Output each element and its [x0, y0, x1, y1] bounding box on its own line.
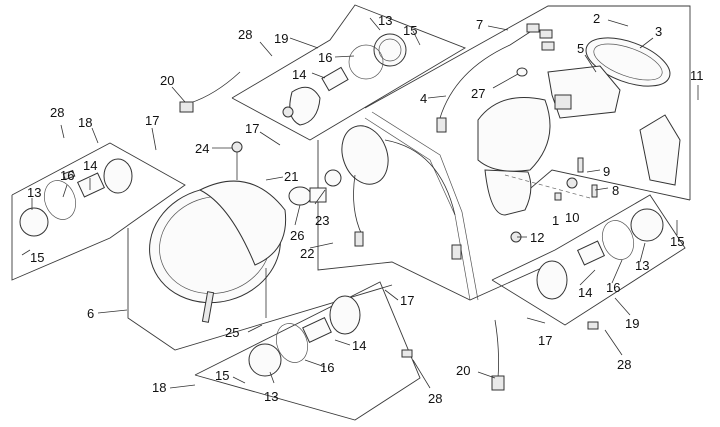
callout-1: 1: [552, 213, 559, 228]
callout-15: 15: [403, 23, 417, 38]
callout-19: 19: [625, 316, 639, 331]
bolt-9: [577, 157, 584, 173]
wiring-harness: [439, 31, 531, 119]
bolt-8: [591, 184, 598, 198]
callout-14: 14: [292, 67, 306, 82]
callout-16: 16: [320, 360, 334, 375]
callout-13: 13: [27, 185, 41, 200]
frame-wiring-22: [317, 140, 556, 301]
callout-17: 17: [145, 113, 159, 128]
callout-16: 16: [606, 280, 620, 295]
turn-lens-bottom: [248, 343, 282, 377]
callout-19: 19: [274, 31, 288, 46]
turn-lens-left: [19, 207, 49, 237]
callout-28: 28: [617, 357, 631, 372]
bulb-28: [62, 169, 76, 181]
callout-26: 26: [290, 228, 304, 243]
connector: [526, 23, 540, 33]
callout-17: 17: [245, 121, 259, 136]
washer-10: [566, 177, 578, 189]
callout-4: 4: [420, 91, 427, 106]
turn-housing-top: [289, 86, 321, 126]
leader-lines: [21, 17, 699, 389]
callout-15: 15: [670, 234, 684, 249]
callout-13: 13: [264, 389, 278, 404]
frame-headlamp-6: [127, 228, 393, 351]
connector-20: [491, 375, 505, 391]
license-bracket: [639, 114, 681, 186]
turn-lens-right: [630, 208, 664, 242]
callout-10: 10: [565, 210, 579, 225]
connector: [541, 41, 555, 51]
callout-28: 28: [50, 105, 64, 120]
callout-13: 13: [378, 13, 392, 28]
group-frames: [11, 4, 691, 421]
headlamp-shell: [198, 180, 287, 266]
rear-fender: [477, 97, 551, 172]
turn-reflector: [76, 172, 106, 198]
callout-21: 21: [284, 169, 298, 184]
callout-13: 13: [635, 258, 649, 273]
callout-23: 23: [315, 213, 329, 228]
frame-turn-right-19: [491, 194, 686, 326]
grommet-24: [231, 141, 243, 153]
frame-top-turn-signal: [231, 4, 467, 141]
callout-17: 17: [538, 333, 552, 348]
bulb-27: [516, 67, 528, 77]
callout-8: 8: [612, 183, 619, 198]
callout-27: 27: [471, 86, 485, 101]
callout-16: 16: [318, 50, 332, 65]
callout-14: 14: [578, 285, 592, 300]
callout-24: 24: [195, 141, 209, 156]
rear-fender-lower: [484, 169, 532, 216]
callout-2: 2: [593, 11, 600, 26]
callout-28: 28: [238, 27, 252, 42]
bulb-socket: [554, 94, 572, 110]
connector: [539, 29, 553, 39]
wiring-cup-22: [341, 125, 389, 185]
frame-turn-bottom-18: [194, 281, 421, 421]
callout-9: 9: [603, 164, 610, 179]
nut-1: [554, 192, 562, 201]
callout-7: 7: [476, 17, 483, 32]
turn-housing-right: [536, 260, 568, 300]
turn-reflector: [576, 240, 606, 266]
callout-6: 6: [87, 306, 94, 321]
harness-plug: [436, 117, 447, 133]
callout-5: 5: [577, 41, 584, 56]
callout-15: 15: [215, 368, 229, 383]
callout-18: 18: [152, 380, 166, 395]
callout-labels: 2 3 7 5 11 4 27 9 8 10 1 12 13 15 16 14 …: [27, 11, 704, 406]
adjust-screw: [201, 291, 215, 323]
turn-housing-bottom: [329, 295, 361, 335]
connector-20: [179, 101, 194, 113]
frame-tail-assembly: [364, 5, 691, 200]
callout-16: 16: [60, 168, 74, 183]
callout-15: 15: [30, 250, 44, 265]
turn-reflector: [302, 317, 332, 343]
bulb-26: [288, 186, 312, 206]
callout-11: 11: [690, 68, 704, 83]
callout-28: 28: [428, 391, 442, 406]
callout-22: 22: [300, 246, 314, 261]
callout-3: 3: [655, 24, 662, 39]
callout-20: 20: [160, 73, 174, 88]
callout-25: 25: [225, 325, 239, 340]
frame-turn-left-18: [11, 142, 186, 281]
callout-17: 17: [400, 293, 414, 308]
bulb-28: [587, 321, 599, 330]
callout-18: 18: [78, 115, 92, 130]
callout-14: 14: [83, 158, 97, 173]
parts-artwork: [19, 23, 681, 391]
turn-housing-left: [103, 158, 133, 194]
callout-12: 12: [530, 230, 544, 245]
bulb-28: [401, 349, 413, 358]
callout-20: 20: [456, 363, 470, 378]
socket-23: [324, 169, 342, 187]
callout-14: 14: [352, 338, 366, 353]
turn-reflector: [321, 66, 349, 92]
